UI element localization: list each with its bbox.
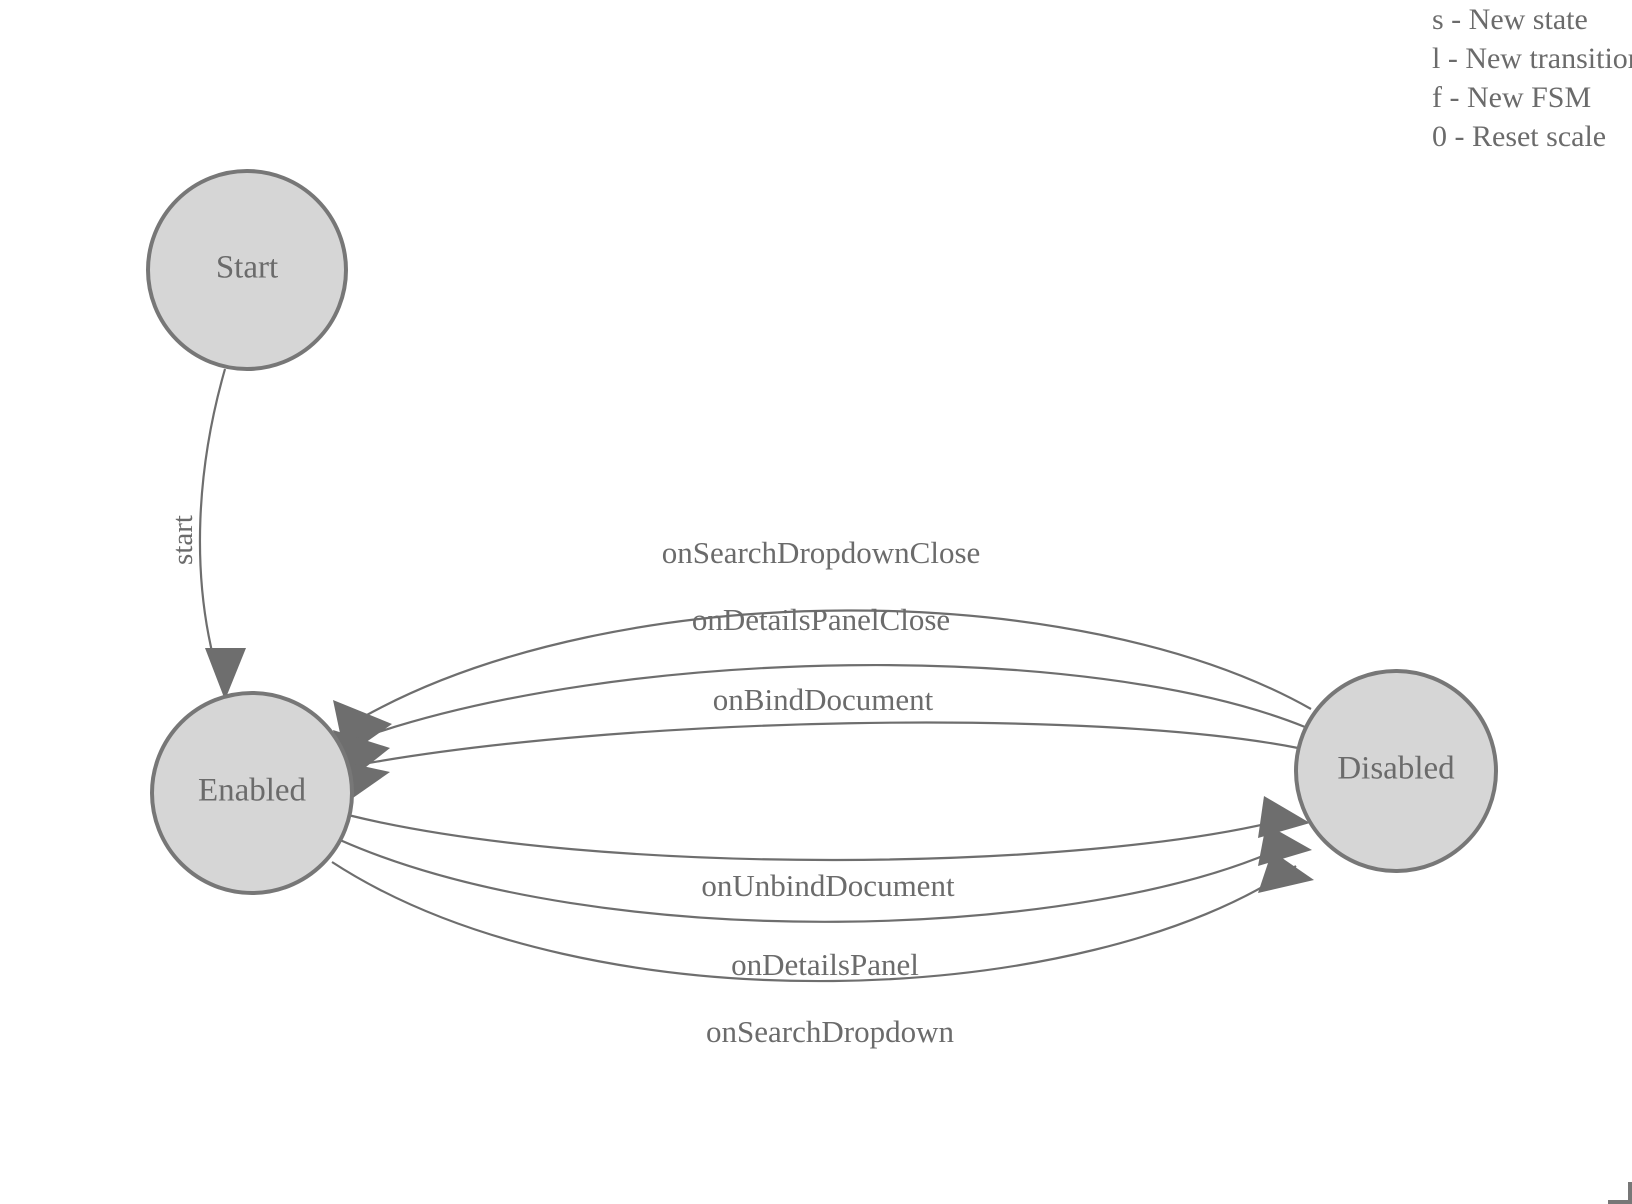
transition-unbind-document[interactable]: onUnbindDocument [347, 796, 1310, 903]
transition-bind-document[interactable]: onBindDocument [335, 682, 1299, 800]
transition-details-panel[interactable]: onDetailsPanel [339, 824, 1312, 982]
transition-details-panel-arrowhead [1258, 824, 1312, 866]
transition-bind-document-label: onBindDocument [713, 682, 934, 717]
state-node-start-label: Start [216, 250, 278, 286]
transition-search-dropdown-path [331, 861, 1297, 983]
transition-start-path [198, 368, 227, 661]
transition-details-panel-close[interactable]: onDetailsPanelClose [333, 602, 1306, 782]
state-node-start-circle[interactable] [146, 169, 348, 371]
transition-unbind-document-path [347, 813, 1291, 862]
help-line-reset-scale: 0 - Reset scale [1432, 120, 1607, 153]
transition-details-panel-close-path [354, 663, 1306, 742]
transition-unbind-document-label: onUnbindDocument [701, 868, 955, 903]
state-node-disabled[interactable]: Disabled [1294, 669, 1498, 873]
transition-search-dropdown-label: onSearchDropdown [706, 1014, 954, 1049]
transition-start-label: start [167, 515, 199, 565]
transition-details-panel-close-label: onDetailsPanelClose [692, 602, 950, 637]
state-node-disabled-circle[interactable] [1294, 669, 1498, 873]
transition-search-dropdown-arrowhead [1258, 851, 1314, 893]
transition-search-dropdown[interactable]: onSearchDropdown [331, 851, 1314, 1049]
transition-start-arrowhead [205, 648, 246, 700]
transition-details-panel-path [339, 838, 1293, 923]
state-node-start[interactable]: Start [146, 169, 348, 371]
help-line-new-fsm: f - New FSM [1432, 81, 1592, 114]
state-node-enabled-circle[interactable] [150, 691, 354, 895]
transition-search-dropdown-close-label: onSearchDropdownClose [662, 535, 981, 570]
scrollbar-corner[interactable] [1604, 1182, 1632, 1204]
help-line-new-transition: l - New transition [1432, 42, 1632, 75]
scrollbar-horizontal-thumb[interactable] [1608, 1200, 1632, 1204]
state-node-enabled[interactable]: Enabled [150, 691, 354, 895]
transition-bind-document-path [351, 721, 1299, 768]
transition-details-panel-label: onDetailsPanel [731, 947, 919, 982]
scrollbar-vertical-thumb[interactable] [1628, 1182, 1632, 1204]
transition-search-dropdown-close[interactable]: onSearchDropdownClose [333, 535, 1312, 757]
transition-start[interactable]: start [167, 368, 246, 700]
help-legend: s - New state l - New transition f - New… [1432, 0, 1632, 156]
help-line-new-state: s - New state [1432, 3, 1588, 36]
state-node-disabled-label: Disabled [1337, 751, 1455, 787]
transition-search-dropdown-close-path [364, 609, 1312, 717]
state-node-enabled-label: Enabled [198, 773, 307, 809]
